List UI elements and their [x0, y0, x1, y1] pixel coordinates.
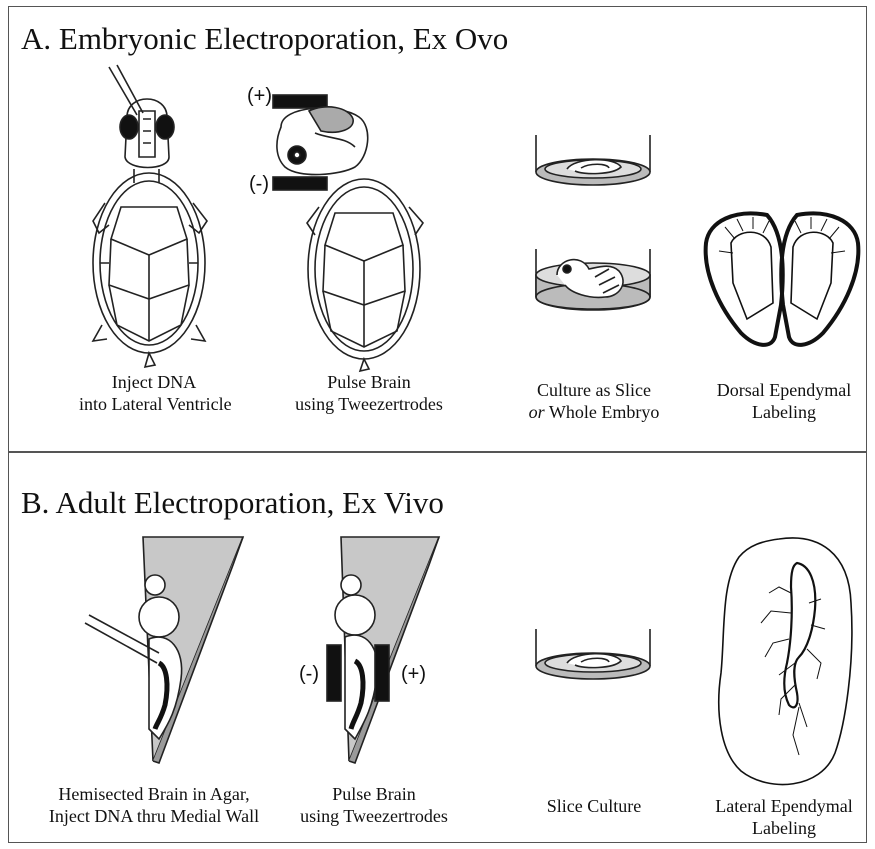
step-caption-inject-dna: Inject DNA into Lateral Ventricle [79, 371, 229, 415]
lateral-ependymal-labeling-illustration [719, 538, 852, 785]
hemisected-brain-pulse-illustration [327, 537, 439, 763]
positive-electrode [273, 95, 327, 108]
panel-a: A. Embryonic Electroporation, Ex Ovo [8, 6, 867, 452]
step-caption-culture: Culture as Slice or Whole Embryo [519, 379, 669, 423]
step-caption-dorsal-labeling: Dorsal Ependymal Labeling [709, 379, 859, 423]
step-caption-pulse-brain: Pulse Brain using Tweezertrodes [294, 371, 444, 415]
negative-electrode [327, 645, 341, 701]
negative-electrode [273, 177, 327, 190]
panel-b: B. Adult Electroporation, Ex Vivo [8, 452, 867, 843]
electrode-minus-label: (-) [299, 663, 319, 686]
positive-electrode [375, 645, 389, 701]
slice-culture-dish [536, 629, 650, 679]
step-caption-hemisected-brain: Hemisected Brain in Agar, Inject DNA thr… [39, 783, 269, 827]
electrode-minus-label: (-) [249, 173, 269, 196]
turtle-pulse-illustration [273, 95, 423, 371]
step-caption-slice-culture: Slice Culture [519, 795, 669, 817]
step-caption-pulse-brain: Pulse Brain using Tweezertrodes [299, 783, 449, 827]
turtle-injection-illustration [93, 65, 207, 367]
hemisected-brain-agar-illustration [85, 537, 243, 763]
electrode-plus-label: (+) [401, 663, 426, 686]
dorsal-ependymal-labeling-illustration [706, 213, 859, 344]
culture-dish-slice [536, 135, 650, 185]
step-caption-lateral-labeling: Lateral Ependymal Labeling [709, 795, 859, 839]
culture-dish-whole-embryo [536, 249, 650, 310]
electrode-plus-label: (+) [247, 85, 272, 108]
